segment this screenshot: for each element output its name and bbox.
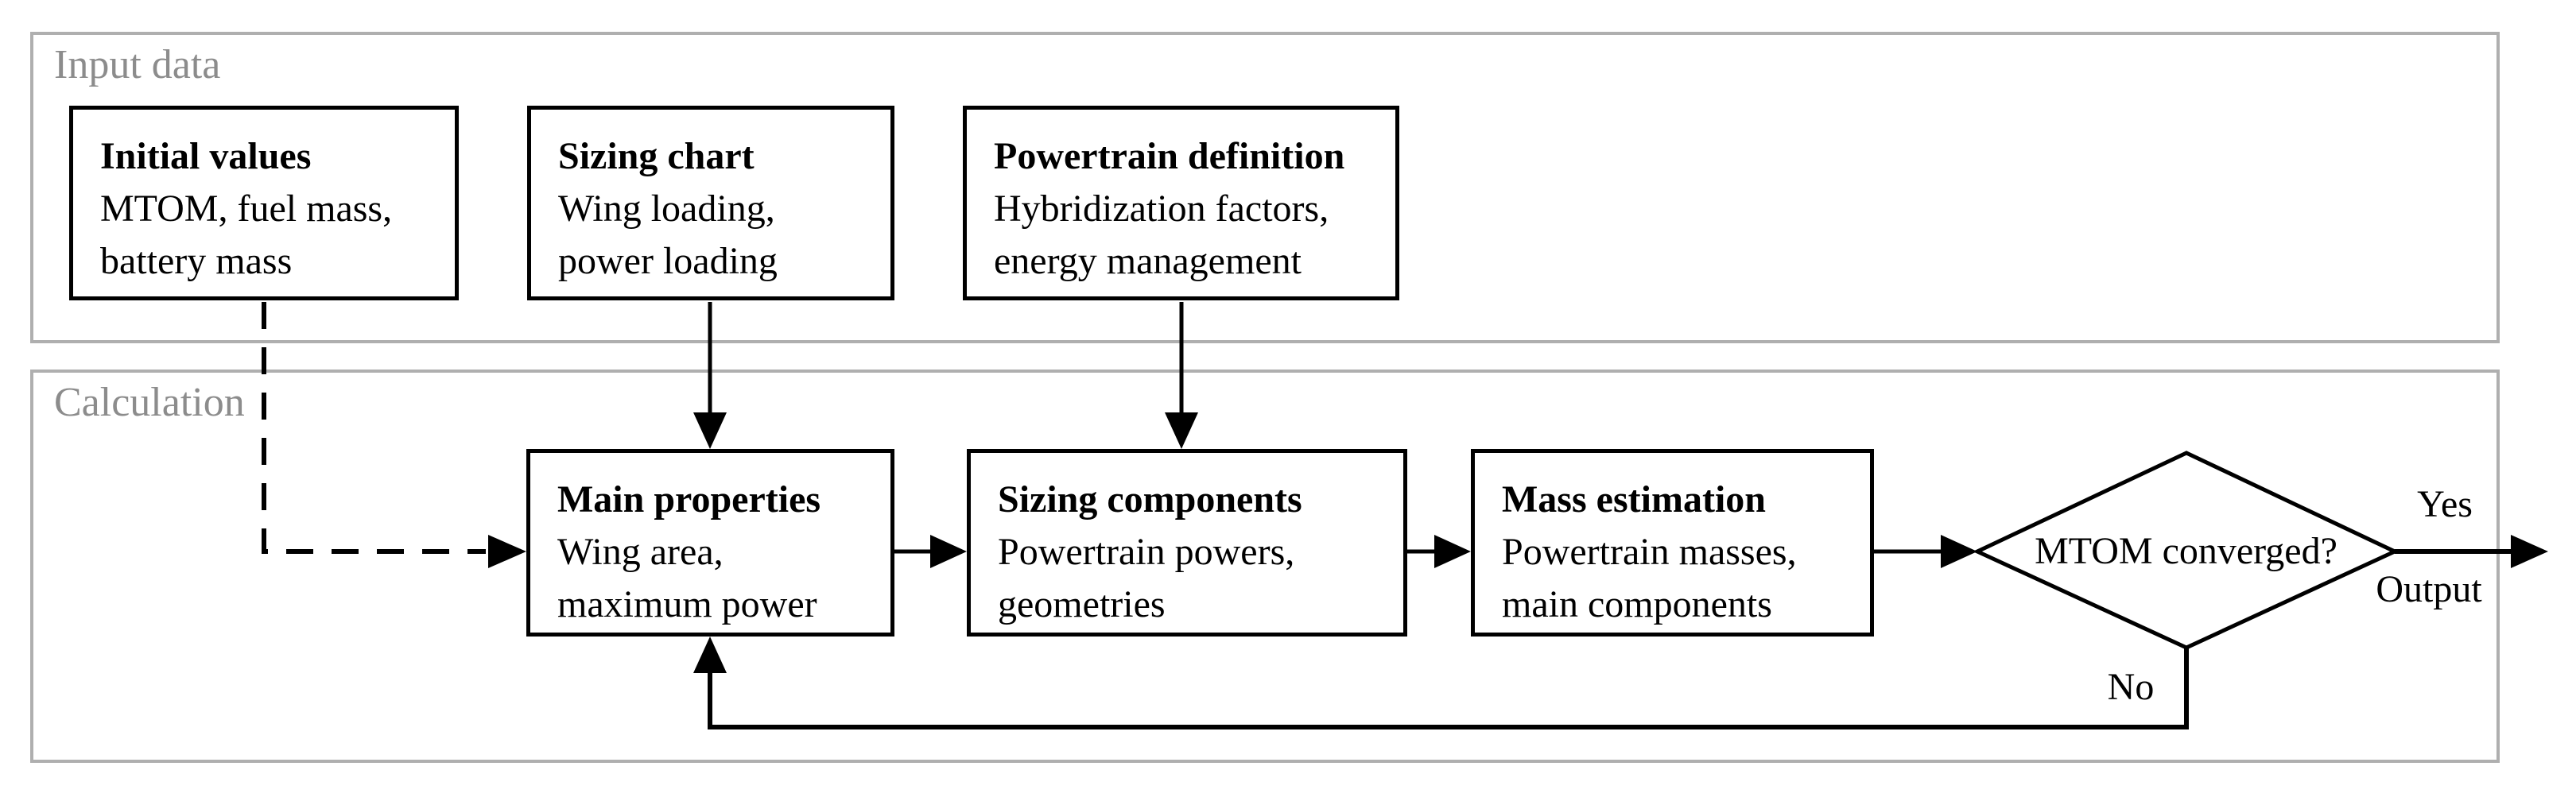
sizing-chart-body: Wing loading, power loading — [558, 188, 778, 282]
sizing-components-title: Sizing components — [998, 478, 1302, 520]
main-properties-body: Wing area, maximum power — [557, 531, 817, 625]
yes-label: Yes — [2417, 483, 2473, 525]
no-label: No — [2107, 666, 2155, 708]
calculation-section-label: Calculation — [54, 380, 245, 425]
sizing-components-box: Sizing components Powertrain powers, geo… — [967, 449, 1407, 637]
initial-values-body: MTOM, fuel mass, battery mass — [100, 188, 393, 282]
decision-question: MTOM converged? — [2035, 530, 2337, 572]
sizing-components-body: Powertrain powers, geometries — [998, 531, 1295, 625]
calculation-section — [30, 370, 2500, 763]
mass-estimation-body: Powertrain masses, main components — [1502, 531, 1797, 625]
powertrain-definition-title: Powertrain definition — [994, 135, 1345, 177]
main-properties-title: Main properties — [557, 478, 821, 520]
input-data-section — [30, 32, 2500, 343]
initial-values-box: Initial values MTOM, fuel mass, battery … — [69, 106, 459, 300]
powertrain-definition-body: Hybridization factors, energy management — [994, 188, 1329, 282]
input-data-section-label: Input data — [54, 42, 221, 87]
powertrain-definition-box: Powertrain definition Hybridization fact… — [963, 106, 1399, 300]
main-properties-box: Main properties Wing area, maximum power — [526, 449, 894, 637]
sizing-chart-title: Sizing chart — [558, 135, 755, 177]
sizing-chart-box: Sizing chart Wing loading, power loading — [527, 106, 894, 300]
mass-estimation-box: Mass estimation Powertrain masses, main … — [1471, 449, 1874, 637]
output-label: Output — [2376, 568, 2482, 610]
mass-estimation-title: Mass estimation — [1502, 478, 1766, 520]
initial-values-title: Initial values — [100, 135, 312, 177]
